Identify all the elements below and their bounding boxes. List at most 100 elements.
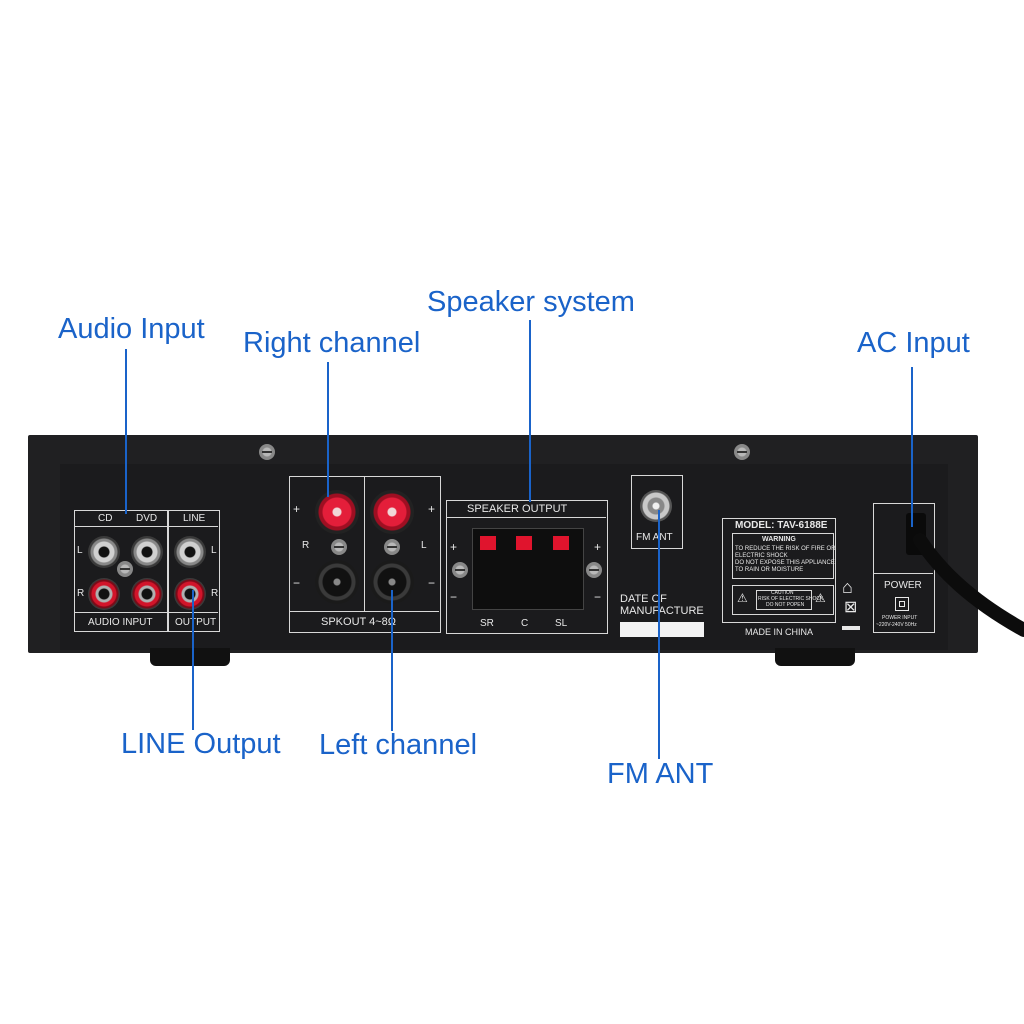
warning-box — [732, 533, 834, 579]
line-output-leader — [192, 590, 194, 730]
c-terminal-clip[interactable] — [516, 536, 532, 550]
double-insulation-inner — [899, 601, 905, 607]
right-channel-mark: R — [211, 588, 219, 599]
spkout-panel — [289, 476, 441, 633]
minus-mark: − — [450, 590, 458, 604]
double-insulation-icon — [895, 597, 909, 611]
fm-ant-label: FM ANT — [636, 532, 673, 543]
divider — [74, 612, 218, 613]
caution-text: CAUTION — [771, 590, 794, 596]
right-channel-callout: Right channel — [243, 327, 421, 359]
divider — [74, 526, 218, 527]
top-screw-right — [734, 444, 750, 460]
divider — [873, 573, 933, 574]
fm-antenna-connector[interactable] — [640, 490, 672, 522]
spkout-label: SPKOUT 4~8Ω — [321, 616, 396, 628]
left-channel-mark: L — [77, 545, 83, 556]
right-channel-mark: R — [77, 588, 85, 599]
top-screw-left — [259, 444, 275, 460]
warning-title: WARNING — [762, 536, 796, 543]
line-out-right-jack[interactable] — [174, 578, 206, 610]
exclamation-warning-icon: ⚠ — [815, 591, 826, 605]
cd-right-jack[interactable] — [88, 578, 120, 610]
left-positive-binding-post[interactable] — [370, 490, 414, 534]
weee-bin-icon: ⊠ — [844, 599, 858, 616]
left-channel-mark: L — [211, 545, 217, 556]
warning-text: TO REDUCE THE RISK OF FIRE OR — [735, 546, 836, 552]
power-cord — [913, 533, 1024, 637]
minus-mark: − — [594, 590, 602, 604]
right-negative-binding-post[interactable] — [315, 560, 359, 604]
cd-left-jack[interactable] — [88, 536, 120, 568]
sr-label: SR — [480, 618, 494, 629]
c-label: C — [521, 618, 529, 629]
panel-screw — [586, 562, 602, 578]
dvd-label: DVD — [136, 513, 158, 524]
left-foot — [150, 648, 230, 666]
plus-mark: + — [450, 540, 458, 554]
line-output-callout: LINE Output — [121, 728, 281, 760]
panel-screw — [117, 561, 133, 577]
sl-label: SL — [555, 618, 568, 629]
plus-mark: + — [594, 540, 602, 554]
audio-input-callout: Audio Input — [58, 313, 205, 345]
power-input-label: POWER INPUT — [882, 615, 918, 621]
right-channel-mark: R — [302, 540, 310, 551]
warning-text: TO RAIN OR MOISTURE — [735, 567, 804, 573]
weee-bar — [842, 626, 860, 630]
cd-label: CD — [98, 513, 113, 524]
output-label: OUTPUT — [175, 617, 217, 628]
model-label-box — [722, 518, 836, 623]
panel-screw — [452, 562, 468, 578]
minus-mark: − — [428, 576, 436, 590]
warning-text: ELECTRIC SHOCK — [735, 553, 788, 559]
fm-ant-leader — [658, 510, 660, 759]
line-label: LINE — [183, 513, 206, 524]
line-output-panel — [168, 510, 220, 632]
made-in-label: MADE IN CHINA — [745, 627, 814, 637]
model-label: MODEL: TAV-6188E — [735, 520, 828, 531]
plus-mark: + — [428, 502, 436, 516]
panel-screw — [384, 539, 400, 555]
date-of-manufacture-label: DATE OF — [620, 593, 667, 605]
panel-screw — [331, 539, 347, 555]
sr-terminal-clip[interactable] — [480, 536, 496, 550]
minus-mark: − — [293, 576, 301, 590]
dvd-left-jack[interactable] — [131, 536, 163, 568]
caution-text: RISK OF ELECTRIC SHOCK — [758, 596, 824, 602]
warning-text: DO NOT EXPOSE THIS APPLIANCE — [735, 560, 835, 566]
fm-ant-callout: FM ANT — [607, 758, 714, 790]
right-channel-leader — [327, 362, 329, 497]
power-label: POWER — [884, 580, 922, 591]
speaker-output-label: SPEAKER OUTPUT — [467, 503, 568, 515]
divider — [289, 611, 439, 612]
fm-ant-panel — [631, 475, 683, 549]
ac-input-callout: AC Input — [857, 327, 970, 359]
speaker-output-panel — [446, 500, 608, 634]
shock-warning-icon: ⚠ — [737, 591, 748, 605]
left-channel-callout: Left channel — [319, 729, 478, 761]
speaker-system-leader — [529, 320, 531, 502]
divider — [364, 476, 365, 611]
left-channel-mark: L — [421, 540, 427, 551]
dvd-right-jack[interactable] — [131, 578, 163, 610]
plus-mark: + — [293, 502, 301, 516]
caution-text: DO NOT POPEN — [766, 602, 805, 608]
sl-terminal-clip[interactable] — [553, 536, 569, 550]
left-channel-leader — [391, 590, 393, 731]
home-icon: ⌂ — [842, 577, 853, 597]
date-of-manufacture-label: MANUFACTURE — [620, 605, 704, 617]
right-foot — [775, 648, 855, 666]
audio-input-label: AUDIO INPUT — [88, 617, 153, 628]
caution-inner-box — [756, 590, 812, 610]
audio-input-leader — [125, 349, 127, 514]
power-rating-label: ~220V-240V 50Hz — [876, 622, 917, 628]
caution-box — [732, 585, 834, 615]
audio-input-panel — [74, 510, 168, 632]
ac-input-leader — [911, 367, 913, 527]
line-out-left-jack[interactable] — [174, 536, 206, 568]
right-positive-binding-post[interactable] — [315, 490, 359, 534]
divider — [446, 517, 606, 518]
speaker-system-callout: Speaker system — [427, 286, 635, 318]
date-sticker — [620, 622, 704, 637]
